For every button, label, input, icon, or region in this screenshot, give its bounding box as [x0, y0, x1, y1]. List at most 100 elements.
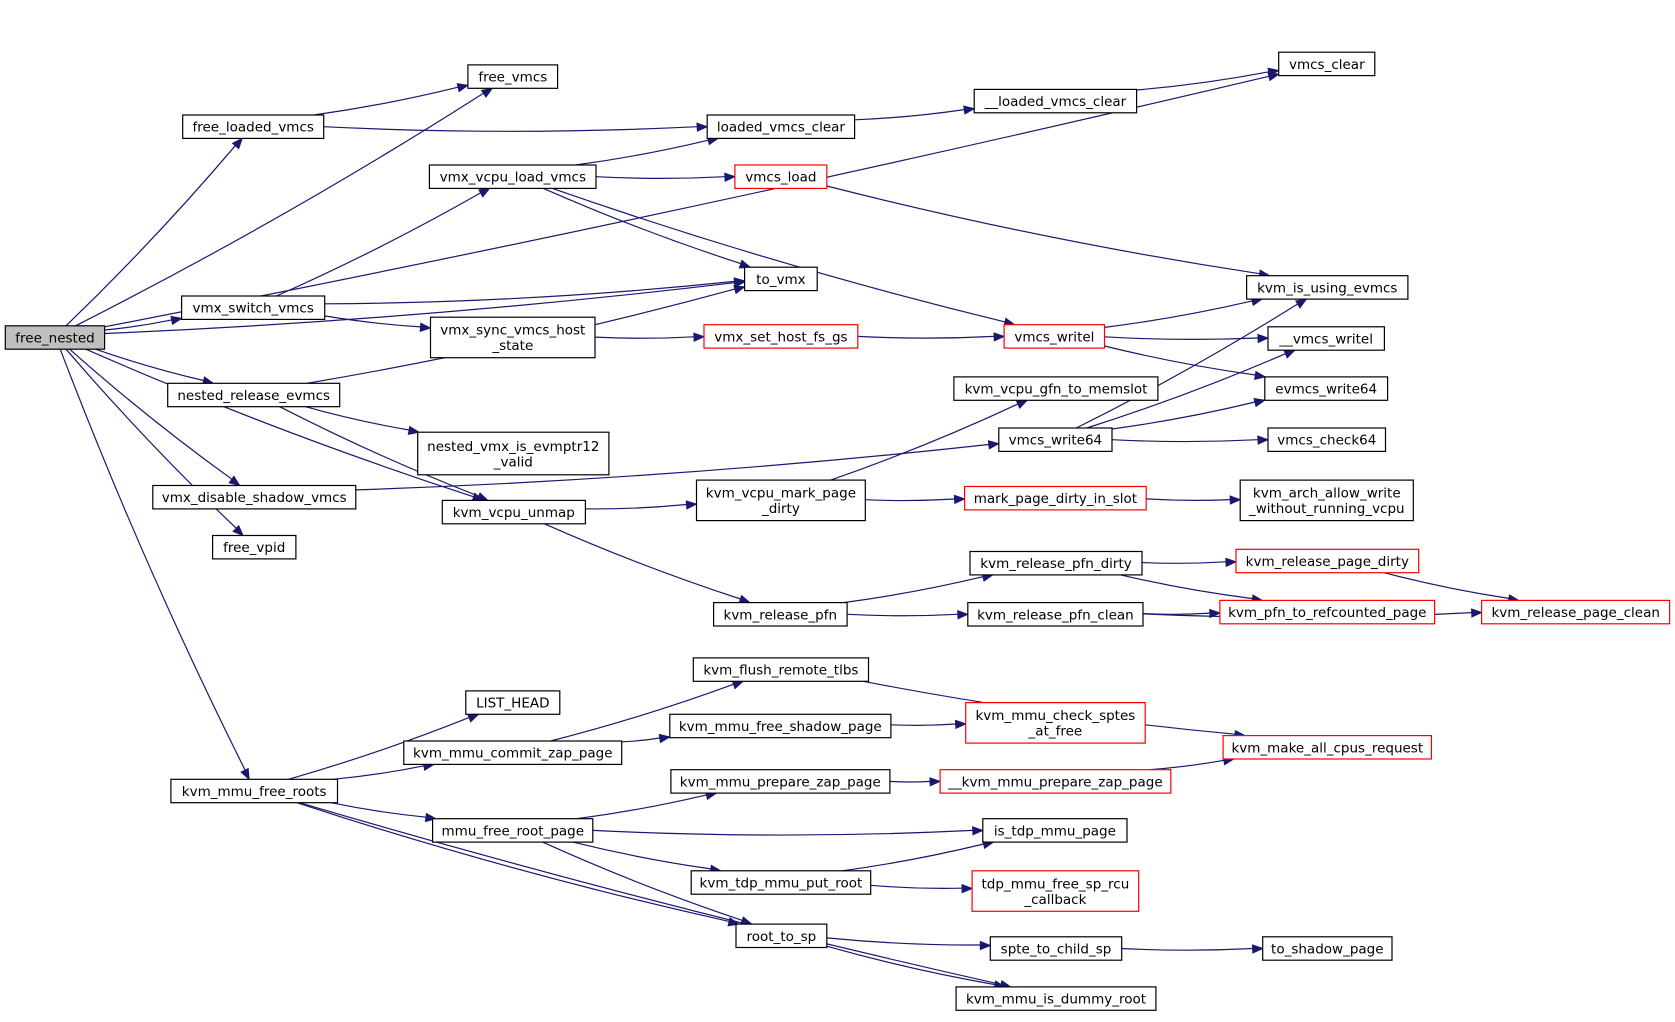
node-spte_to_child_sp[interactable]: spte_to_child_sp — [989, 936, 1123, 961]
node-label: __loaded_vmcs_clear — [984, 94, 1127, 110]
node-kvm_release_pfn_dirty[interactable]: kvm_release_pfn_dirty — [969, 550, 1143, 576]
node-__kvm_mmu_prepare_zap_page[interactable]: __kvm_mmu_prepare_zap_page — [939, 769, 1172, 794]
node-mmu_free_root_page[interactable]: mmu_free_root_page — [432, 818, 594, 843]
node-nested_vmx_is_evmptr12_valid[interactable]: nested_vmx_is_evmptr12_valid — [417, 431, 610, 476]
edge-kvm_release_pfn-to-kvm_release_pfn_clean — [847, 609, 970, 620]
node-__vmcs_writel[interactable]: __vmcs_writel — [1267, 326, 1386, 351]
edge-kvm_vcpu_unmap-to-kvm_release_pfn — [544, 523, 752, 604]
node-vmx_vcpu_load_vmcs[interactable]: vmx_vcpu_load_vmcs — [428, 164, 597, 189]
node-kvm_release_page_clean[interactable]: kvm_release_page_clean — [1480, 599, 1671, 625]
node-vmcs_check64[interactable]: vmcs_check64 — [1267, 427, 1387, 452]
node-to_vmx[interactable]: to_vmx — [743, 266, 818, 292]
node-label: kvm_release_pfn_dirty — [980, 556, 1131, 572]
edge-line — [288, 717, 470, 780]
graph-nodes: free_nestedfree_loaded_vmcsfree_vmcsvmcs… — [4, 51, 1671, 1011]
node-kvm_release_pfn_clean[interactable]: kvm_release_pfn_clean — [967, 601, 1144, 627]
node-label: kvm_mmu_check_sptes — [975, 708, 1135, 724]
edge-line — [857, 335, 995, 339]
edge-vmx_set_host_fs_gs-to-vmcs_writel — [857, 332, 1006, 342]
edge-arrowhead — [731, 680, 745, 690]
node-LIST_HEAD[interactable]: LIST_HEAD — [465, 690, 561, 715]
node-vmx_disable_shadow_vmcs[interactable]: vmx_disable_shadow_vmcs — [152, 484, 357, 510]
node-kvm_tdp_mmu_put_root[interactable]: kvm_tdp_mmu_put_root — [690, 870, 872, 895]
node-box — [170, 778, 339, 804]
node-box — [670, 769, 891, 794]
edge-mark_page_dirty_in_slot-to-kvm_arch_allow_write_without_running_vcpu — [1146, 495, 1242, 505]
edge-arrowhead — [929, 777, 942, 787]
edge-vmx_sync_vmcs_host_state-to-vmx_set_host_fs_gs — [594, 332, 706, 342]
edge-arrowhead — [740, 916, 753, 926]
edge-line — [843, 576, 984, 604]
node-kvm_mmu_free_shadow_page[interactable]: kvm_mmu_free_shadow_page — [669, 713, 892, 739]
node-kvm_mmu_free_roots[interactable]: kvm_mmu_free_roots — [170, 778, 339, 804]
node-label: vmx_vcpu_load_vmcs — [440, 170, 586, 186]
node-vmcs_write64[interactable]: vmcs_write64 — [998, 427, 1113, 452]
node-box — [1222, 734, 1432, 760]
edge-nested_release_evmcs-to-nested_vmx_is_evmptr12_valid — [305, 406, 421, 436]
node-box — [734, 164, 828, 189]
node-label: kvm_vcpu_mark_page — [706, 486, 856, 502]
edge-root_to_sp-to-spte_to_child_sp — [826, 937, 992, 951]
node-label: _at_free — [1028, 724, 1083, 740]
edge-loaded_vmcs_clear-to-__loaded_vmcs_clear — [854, 105, 976, 121]
edge-line — [870, 884, 963, 890]
node-kvm_vcpu_mark_page_dirty[interactable]: kvm_vcpu_mark_page_dirty — [695, 479, 866, 522]
node-tdp_mmu_free_sp_rcu_callback[interactable]: tdp_mmu_free_sp_rcu_callback — [971, 870, 1140, 912]
node-kvm_pfn_to_refcounted_page[interactable]: kvm_pfn_to_refcounted_page — [1219, 599, 1436, 625]
node-__loaded_vmcs_clear[interactable]: __loaded_vmcs_clear — [973, 88, 1138, 114]
node-kvm_mmu_check_sptes_at_free[interactable]: kvm_mmu_check_sptes_at_free — [965, 701, 1146, 744]
edge-arrowhead — [696, 122, 709, 132]
node-kvm_release_page_dirty[interactable]: kvm_release_page_dirty — [1235, 548, 1420, 574]
node-root_to_sp[interactable]: root_to_sp — [735, 923, 828, 949]
node-kvm_vcpu_gfn_to_memslot[interactable]: kvm_vcpu_gfn_to_memslot — [953, 376, 1159, 401]
node-free_vpid[interactable]: free_vpid — [212, 534, 297, 560]
edge-vmx_disable_shadow_vmcs-to-vmcs_write64 — [355, 440, 1001, 491]
node-kvm_flush_remote_tlbs[interactable]: kvm_flush_remote_tlbs — [692, 657, 870, 682]
node-label: to_shadow_page — [1271, 942, 1384, 958]
edge-line — [1104, 345, 1256, 376]
node-is_tdp_mmu_page[interactable]: is_tdp_mmu_page — [982, 818, 1128, 843]
node-vmcs_clear[interactable]: vmcs_clear — [1278, 51, 1376, 77]
edge-arrowhead — [693, 332, 706, 342]
node-label: vmcs_write64 — [1009, 433, 1102, 449]
edge-free_nested-to-kvm_mmu_free_roots — [59, 348, 250, 781]
node-kvm_arch_allow_write_without_running_vcpu[interactable]: kvm_arch_allow_write_without_running_vcp… — [1239, 479, 1414, 522]
edge-vmcs_writel-to-kvm_is_using_evmcs — [1104, 296, 1264, 328]
node-box — [428, 164, 597, 189]
node-free_nested[interactable]: free_nested — [4, 325, 106, 350]
node-kvm_vcpu_unmap[interactable]: kvm_vcpu_unmap — [441, 499, 586, 525]
node-vmcs_load[interactable]: vmcs_load — [734, 164, 828, 189]
node-to_shadow_page[interactable]: to_shadow_page — [1262, 936, 1393, 961]
edge-mmu_free_root_page-to-is_tdp_mmu_page — [592, 826, 985, 836]
node-kvm_release_pfn[interactable]: kvm_release_pfn — [712, 601, 848, 627]
node-kvm_mmu_commit_zap_page[interactable]: kvm_mmu_commit_zap_page — [403, 740, 623, 765]
node-loaded_vmcs_clear[interactable]: loaded_vmcs_clear — [706, 114, 856, 139]
edge-line — [65, 145, 236, 327]
node-kvm_mmu_is_dummy_root[interactable]: kvm_mmu_is_dummy_root — [955, 986, 1157, 1011]
node-kvm_make_all_cpus_request[interactable]: kvm_make_all_cpus_request — [1222, 734, 1432, 760]
edge-line — [69, 348, 233, 480]
node-free_vmcs[interactable]: free_vmcs — [467, 64, 559, 89]
node-vmx_set_host_fs_gs[interactable]: vmx_set_host_fs_gs — [703, 324, 859, 349]
node-nested_release_evmcs[interactable]: nested_release_evmcs — [167, 382, 341, 408]
edge-line — [842, 843, 984, 872]
node-box — [212, 534, 297, 560]
node-label: nested_release_evmcs — [177, 388, 330, 404]
node-label: tdp_mmu_free_sp_rcu — [982, 876, 1130, 892]
node-label: kvm_mmu_free_shadow_page — [679, 719, 882, 735]
edge-line — [854, 109, 965, 121]
node-kvm_is_using_evmcs[interactable]: kvm_is_using_evmcs — [1245, 275, 1409, 300]
node-box — [973, 88, 1138, 114]
node-kvm_mmu_prepare_zap_page[interactable]: kvm_mmu_prepare_zap_page — [670, 769, 891, 794]
edge-kvm_release_pfn_dirty-to-kvm_release_page_dirty — [1141, 557, 1238, 568]
node-vmx_switch_vmcs[interactable]: vmx_switch_vmcs — [181, 295, 326, 320]
edge-__loaded_vmcs_clear-to-vmcs_clear — [1136, 67, 1281, 91]
node-vmx_sync_vmcs_host_state[interactable]: vmx_sync_vmcs_host_state — [429, 316, 596, 359]
node-evmcs_write64[interactable]: evmcs_write64 — [1264, 376, 1389, 401]
edge-line — [585, 503, 687, 510]
node-free_loaded_vmcs[interactable]: free_loaded_vmcs — [182, 114, 325, 139]
node-box — [965, 701, 1146, 744]
node-vmcs_writel[interactable]: vmcs_writel — [1003, 324, 1106, 349]
node-mark_page_dirty_in_slot[interactable]: mark_page_dirty_in_slot — [963, 485, 1147, 511]
node-label: free_nested — [15, 331, 94, 347]
